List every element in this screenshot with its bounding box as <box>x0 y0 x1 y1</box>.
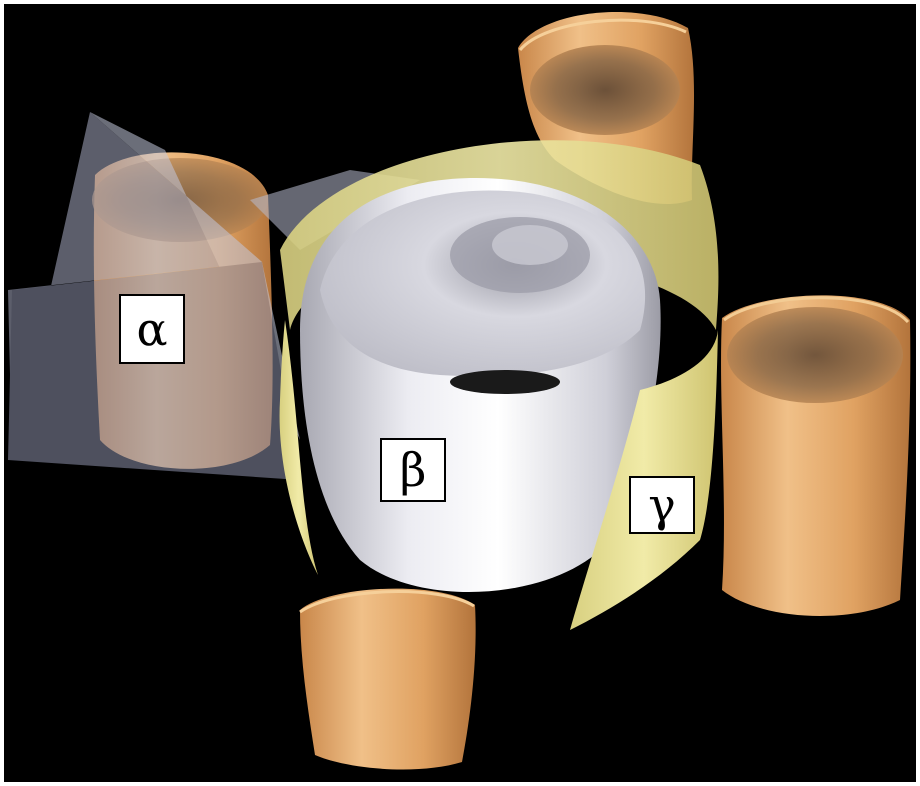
tube-bottom <box>300 589 476 770</box>
label-gamma: γ <box>629 476 695 534</box>
label-alpha: α <box>119 294 185 364</box>
label-beta: β <box>380 438 446 502</box>
tube-right <box>721 295 910 616</box>
